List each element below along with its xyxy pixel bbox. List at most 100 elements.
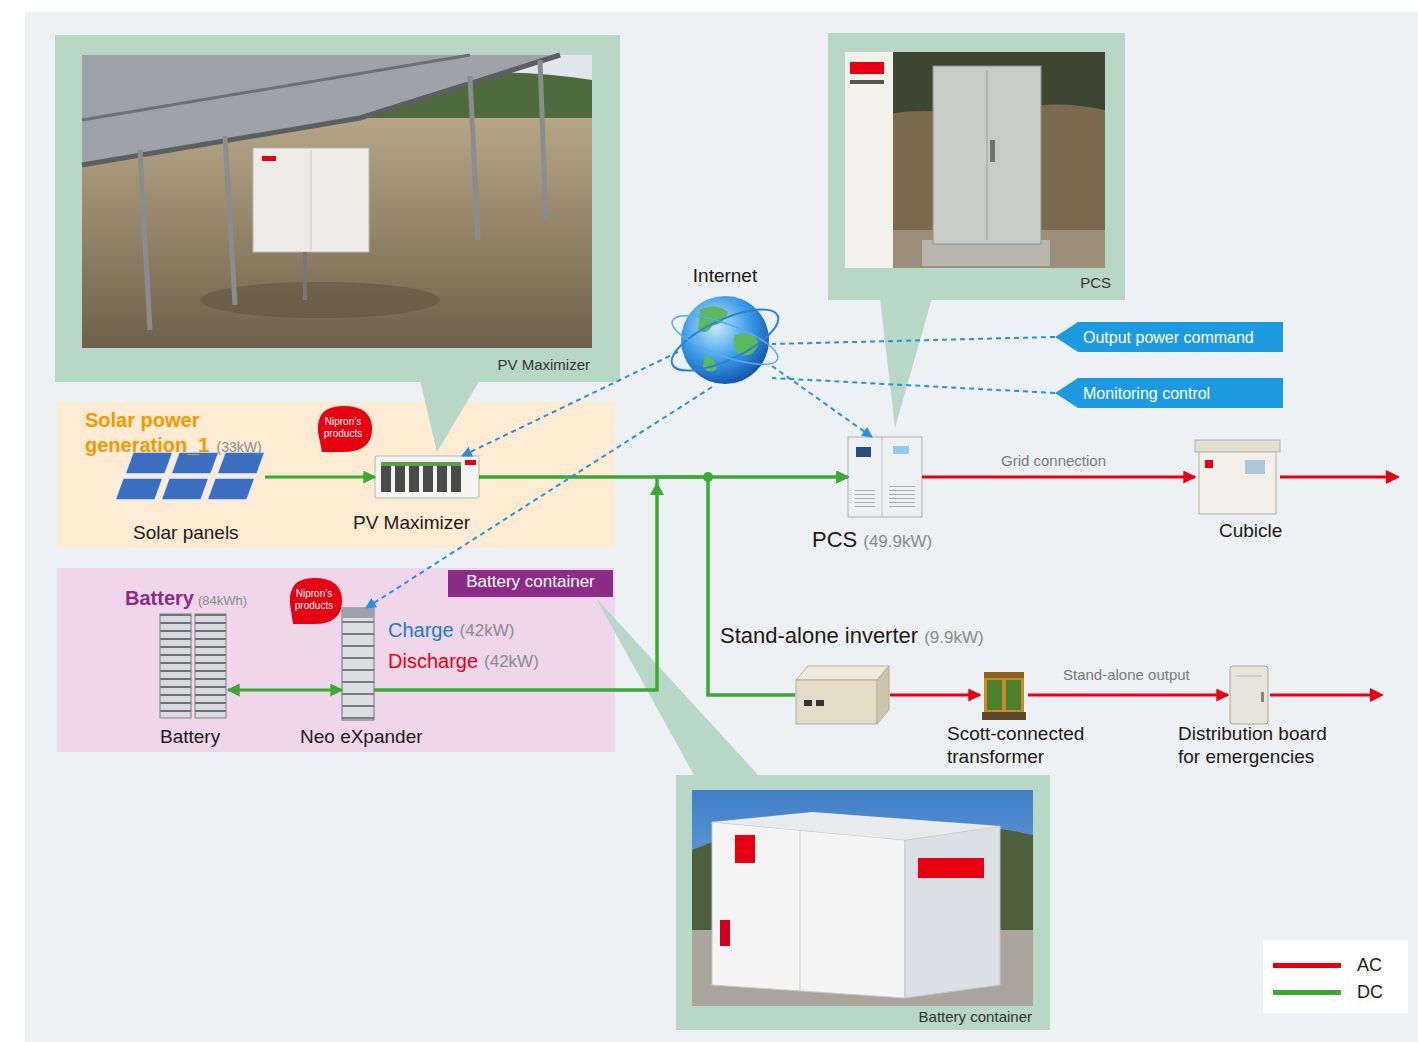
command-tag-shape — [1055, 322, 1283, 408]
photo-battery-container — [692, 790, 1033, 1006]
photo-pcs — [880, 298, 932, 428]
distribution-board-icon — [1261, 692, 1264, 702]
panel-ground — [25, 12, 1418, 1042]
standalone-inverter: Stand-alone inverter(9.9kW) — [795, 665, 890, 725]
pcs-icon — [848, 437, 922, 517]
photo-pv-maximizer — [253, 148, 369, 252]
inverter-icon — [796, 666, 889, 724]
transformer-icon — [982, 712, 1026, 720]
photo-pcs — [828, 33, 1125, 428]
product-badge: Nipron’s products — [314, 406, 372, 452]
network-link — [772, 337, 1055, 344]
node-label: Discharge — [388, 649, 478, 673]
region-band: Solar power generation_1(33kW)Solar pane… — [57, 402, 615, 548]
pcs-icon — [893, 446, 909, 454]
pv-maximizer-icon — [437, 462, 447, 492]
photo-pcs — [987, 70, 988, 240]
network-link — [772, 378, 1055, 393]
photo-battery-container — [905, 826, 1000, 998]
globe-icon — [664, 296, 786, 384]
scott-transformer: Scott-connected transformer — [980, 670, 1028, 720]
edge-label: Stand-alone output — [1060, 666, 1193, 684]
inverter-icon — [796, 680, 877, 724]
legend-row: AC — [1263, 954, 1408, 978]
legend-swatch — [1273, 990, 1341, 995]
pcs-icon — [882, 437, 883, 517]
photo-pcs — [845, 52, 1105, 268]
globe-icon — [667, 306, 783, 374]
transformer-icon — [984, 672, 1024, 712]
command-tag-shape — [1055, 378, 1283, 408]
node-label: Battery container — [919, 1008, 1032, 1026]
node-label: Charge — [388, 618, 454, 642]
photo-pv-maximizer — [82, 55, 470, 120]
node-label: Nipron’s products — [314, 416, 372, 440]
photo-pcs — [828, 33, 1125, 300]
pcs-icon — [848, 437, 922, 517]
photo-pv-maximizer — [311, 150, 312, 250]
globe-icon — [664, 297, 786, 382]
node-label: (33kW) — [216, 439, 261, 456]
inverter-icon — [816, 700, 824, 706]
photo-pv-maximizer — [82, 55, 592, 348]
transformer-icon — [1006, 680, 1021, 710]
region-band-fill — [57, 402, 615, 548]
pv-maximizer-icon — [409, 462, 419, 492]
photo-pcs — [850, 62, 884, 74]
pcs-icon — [856, 447, 871, 457]
off-page-arrow — [1386, 470, 1400, 484]
node-label: Nipron’s products — [286, 588, 342, 612]
photo-battery-container — [800, 830, 801, 990]
node-label: Internet — [638, 265, 812, 288]
distribution-board-icon — [1230, 666, 1268, 724]
connector-group — [228, 337, 1228, 695]
ac-line — [890, 694, 980, 697]
pv-maximizer-icon — [381, 462, 391, 492]
node-label: Solar power generation_1 — [85, 408, 235, 458]
photo-pv-maximizer — [55, 35, 620, 452]
node-label: (9.9kW) — [924, 628, 984, 648]
transformer-icon — [982, 672, 1026, 720]
node-label: Neo eXpander — [300, 726, 423, 749]
battery-rack-icon — [160, 614, 226, 718]
off-page-arrow — [1270, 694, 1372, 697]
distribution-board: Distribution board for emergencies — [1228, 664, 1270, 726]
product-badge: Nipron’s products — [286, 578, 342, 624]
pcs-unit: PCS(49.9kW) — [848, 437, 922, 517]
junction-mark — [650, 482, 664, 495]
photo-pcs — [990, 140, 995, 162]
cubicle-icon — [1245, 460, 1265, 474]
command-tag: Monitoring control — [1055, 378, 1283, 408]
node-label: Stand-alone inverter — [720, 623, 918, 649]
pv-maximizer-icon — [381, 462, 461, 466]
dc-line — [265, 476, 375, 479]
node-label: (84kWh) — [198, 593, 247, 609]
node-label: (42kW) — [460, 621, 515, 641]
battery-rack: Battery(84kWh)Battery — [158, 612, 228, 720]
photo-battery-container — [712, 812, 1000, 840]
internet-globe: Internet — [678, 293, 772, 387]
dc-line — [228, 689, 342, 692]
command-tag-shape — [1055, 322, 1283, 352]
photo-pv-maximizer — [140, 60, 546, 330]
pcs-icon — [889, 484, 915, 510]
command-tag: Output power command — [1055, 322, 1283, 352]
junction-mark — [650, 472, 713, 495]
legend-box: AC DC — [1263, 940, 1408, 1013]
pv-maximizer-icon — [375, 456, 479, 498]
cubicle-icon — [1205, 460, 1213, 468]
legend-row: DC — [1263, 981, 1408, 1005]
battery-rack-icon — [160, 614, 191, 718]
pv-maximizer-icon — [423, 462, 433, 492]
ac-line — [1028, 694, 1228, 697]
network-link — [462, 352, 678, 456]
battery-rack-icon — [195, 614, 226, 718]
photo-pcs — [845, 52, 893, 268]
photo-pcs — [850, 80, 884, 84]
photo-pv-maximizer — [55, 35, 620, 382]
distribution-board-icon — [1230, 666, 1268, 724]
network-link — [772, 366, 872, 437]
photo-battery-container — [712, 822, 905, 998]
node-label: PCS — [1080, 274, 1111, 292]
